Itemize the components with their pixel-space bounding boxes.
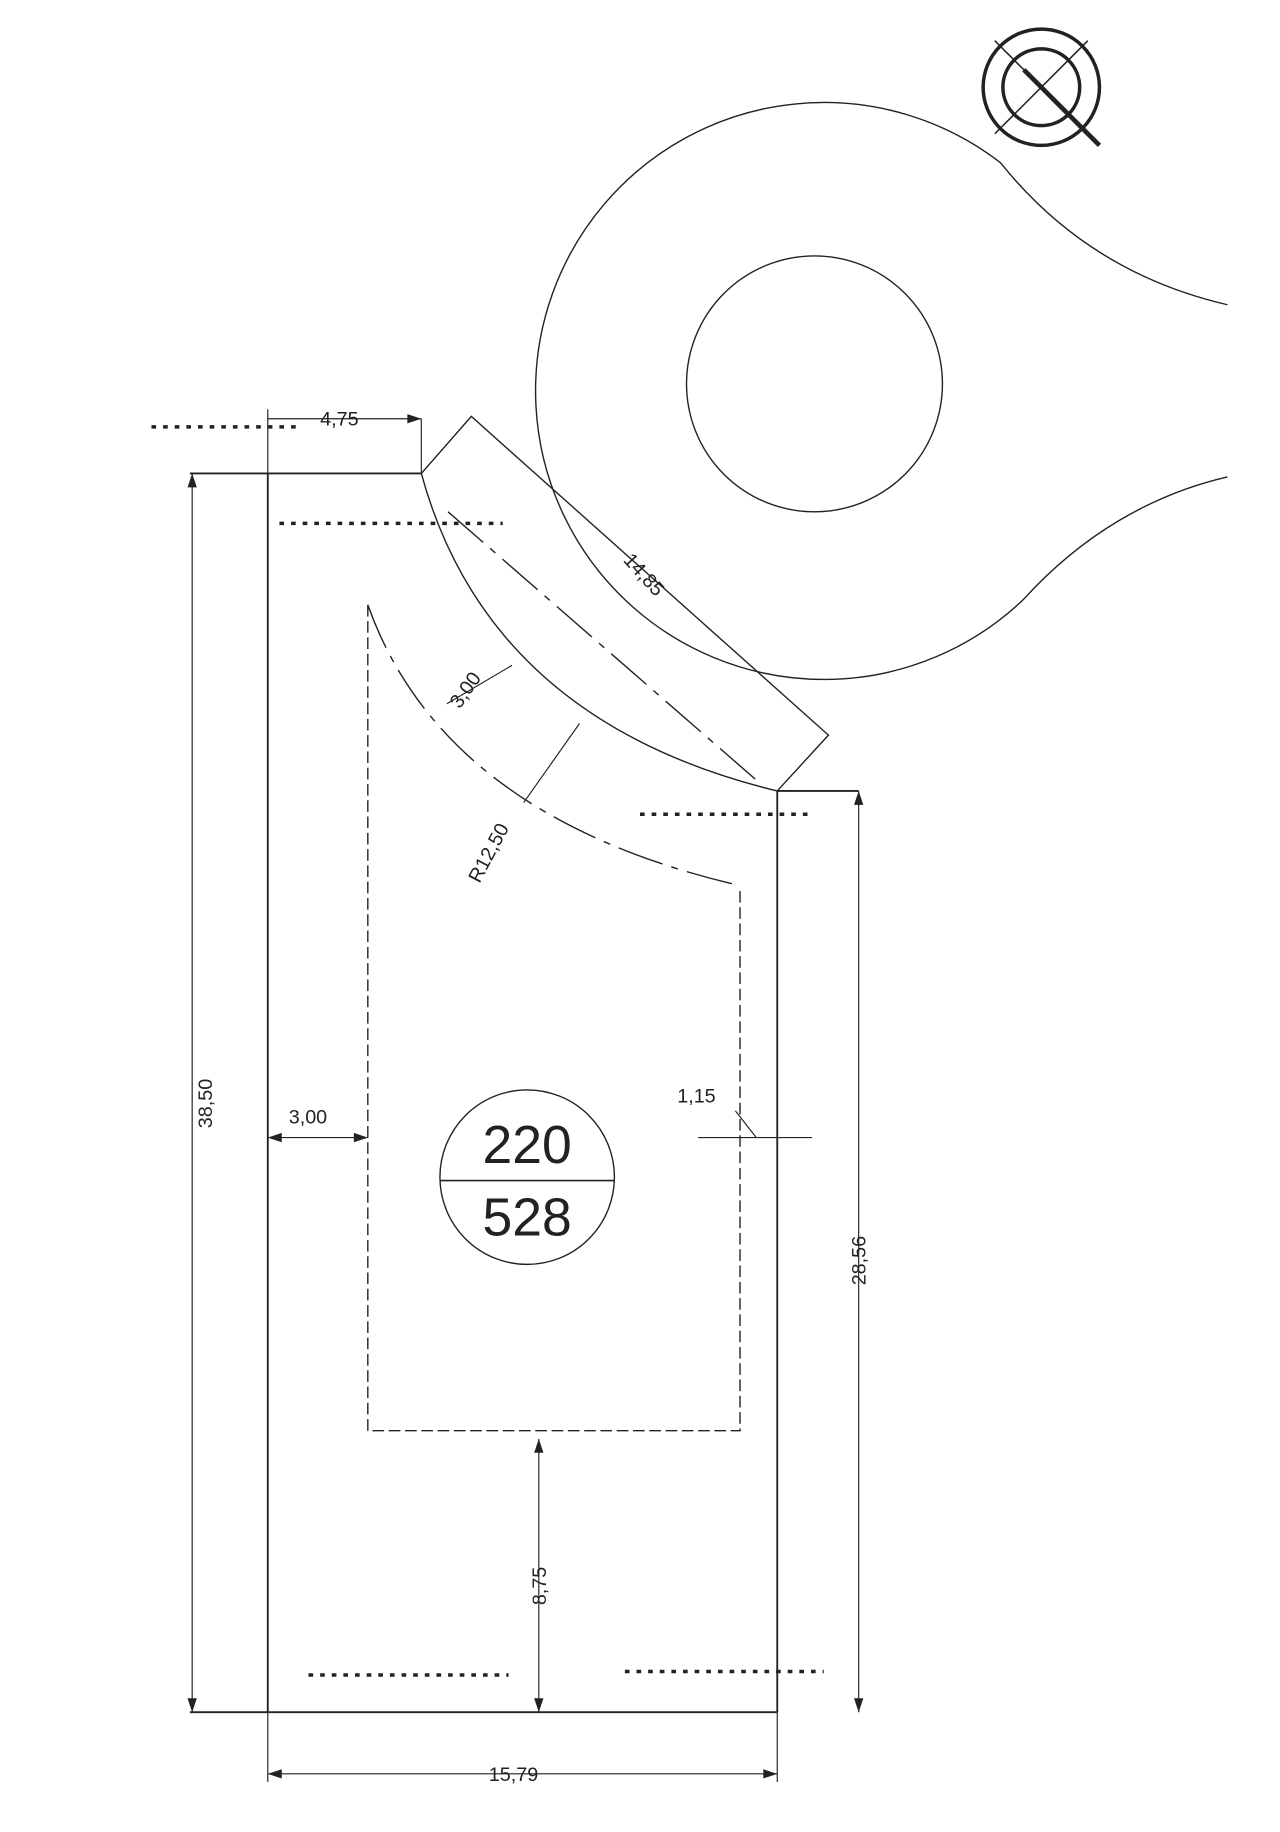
dim-top-offset: 4,75 [320, 409, 358, 431]
dim-total-width: 15,79 [489, 1764, 538, 1786]
reference-marks [151, 425, 824, 1677]
dim-bottom-wall: 8,75 [529, 1567, 551, 1605]
radius-arc [367, 604, 734, 885]
cam-hole [685, 255, 944, 513]
cam-outline [534, 101, 1228, 681]
band-inner-arc [420, 473, 778, 792]
dim-band-width: 3,00 [446, 668, 486, 712]
badge-bottom: 528 [483, 1188, 572, 1247]
badge-top: 220 [483, 1116, 572, 1175]
target-crosshair-icon [981, 27, 1102, 148]
inner-pocket [367, 604, 741, 1432]
dim-right-wall: 1,15 [677, 1086, 715, 1108]
dim-total-height: 38,50 [195, 1079, 217, 1128]
dim-lines [191, 409, 860, 1782]
slanted-band [420, 415, 830, 792]
dim-right-height: 28,56 [849, 1236, 871, 1285]
dim-radius: R12,50 [464, 820, 513, 887]
band-centerline [447, 511, 763, 786]
dim-left-wall: 3,00 [289, 1107, 327, 1129]
part-number-badge [439, 1089, 616, 1266]
outer-profile [189, 472, 859, 1714]
dim-band-length: 14,85 [619, 549, 668, 600]
